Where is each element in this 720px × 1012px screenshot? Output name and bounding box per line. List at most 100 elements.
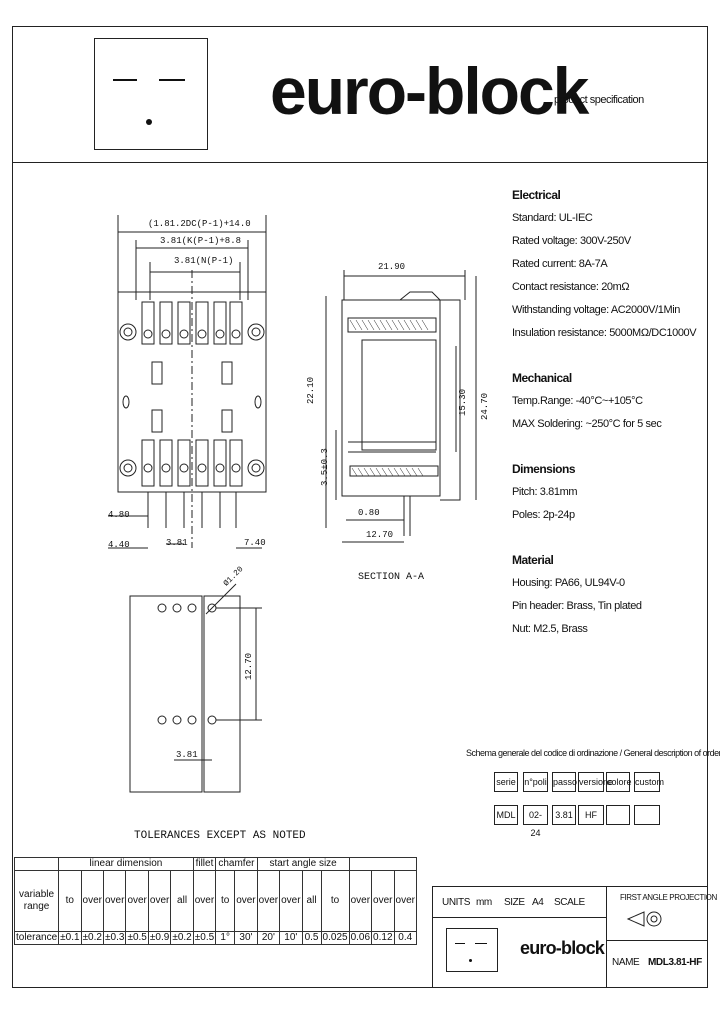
- dim-label: 3.81: [176, 750, 198, 760]
- tol-cell: over: [371, 870, 395, 932]
- header-divider: [12, 162, 708, 163]
- dim-label: 4.80: [108, 510, 130, 520]
- dim-label: 3.81: [166, 538, 188, 548]
- tol-value: 0.025: [320, 931, 350, 945]
- order-value: [606, 805, 630, 825]
- spec-line: Rated current: 8A-7A: [512, 258, 608, 270]
- spec-line: Pitch: 3.81mm: [512, 486, 578, 498]
- product-spec-label: product specification: [554, 94, 644, 106]
- tol-value: 1°: [215, 931, 236, 945]
- order-label: serie: [494, 772, 518, 792]
- tol-value: ±0.1: [58, 931, 82, 945]
- tol-value: 0.06: [348, 931, 373, 945]
- terminal-row-bottom: [141, 439, 243, 487]
- dim-label: 12.70: [244, 652, 254, 680]
- tol-cell: all: [170, 870, 194, 932]
- dim-label: 15.30: [458, 388, 468, 416]
- dim-label: (1.81.2DC(P-1)+14.0: [148, 219, 251, 229]
- tol-cell: over: [102, 870, 127, 932]
- dim-label: 3.5±0.3: [320, 448, 330, 486]
- tolerance-title: TOLERANCES EXCEPT AS NOTED: [134, 830, 306, 842]
- dim-label: 22.10: [306, 376, 316, 404]
- dim-label: 12.70: [366, 530, 394, 540]
- dim-label: 4.40: [108, 540, 130, 550]
- brand-title: euro-block: [270, 54, 589, 128]
- small-logo: [446, 928, 498, 972]
- tol-cell: to: [215, 870, 236, 932]
- tol-cell: over: [348, 870, 373, 932]
- title-block-line: [432, 917, 606, 918]
- dim-label: 7.40: [244, 538, 266, 548]
- spec-panel: Electrical Standard: UL-IEC Rated voltag…: [512, 188, 702, 641]
- tol-cell: over: [256, 870, 281, 932]
- section-label: SECTION A-A: [358, 572, 425, 583]
- tol-cell: over: [125, 870, 149, 932]
- scale-label: SCALE: [554, 897, 585, 908]
- spec-line: Nut: M2.5, Brass: [512, 623, 588, 635]
- tol-value: 30': [234, 931, 258, 945]
- spec-line: Temp.Range: -40°C~+105°C: [512, 395, 643, 407]
- title-block-line: [606, 940, 708, 941]
- tol-value: ±0.2: [170, 931, 194, 945]
- size-label: SIZE: [504, 897, 525, 908]
- projection-label: FIRST ANGLE PROJECTION: [620, 893, 717, 902]
- electrical-heading: Electrical: [512, 188, 561, 202]
- tol-value: 0.12: [371, 931, 395, 945]
- title-block: [432, 886, 708, 988]
- material-list: Housing: PA66, UL94V-0 Pin header: Brass…: [512, 572, 702, 641]
- tol-value: 10': [279, 931, 303, 945]
- spec-line: Insulation resistance: 5000MΩ/DC1000V: [512, 327, 697, 339]
- dim-label: 0.80: [358, 508, 380, 518]
- tol-value: ±0.2: [80, 931, 104, 945]
- tolerance-table: linear dimension fillet chamfer start an…: [13, 857, 417, 945]
- spec-line: Withstanding voltage: AC2000V/1Min: [512, 304, 681, 316]
- order-label: versione: [578, 772, 613, 792]
- tol-value: ±0.5: [125, 931, 149, 945]
- tol-value: ±0.5: [192, 931, 217, 945]
- bottom-view-right: [203, 595, 241, 793]
- name-label: NAME: [612, 957, 640, 968]
- units-label: UNITS: [442, 897, 471, 908]
- electrical-list: Standard: UL-IEC Rated voltage: 300V-250…: [512, 207, 702, 345]
- spec-line: Contact resistance: 20mΩ: [512, 281, 630, 293]
- tol-head: start angle size: [256, 857, 350, 871]
- spec-line: Pin header: Brass, Tin plated: [512, 600, 642, 612]
- units-value: mm: [476, 897, 492, 908]
- spec-line: Housing: PA66, UL94V-0: [512, 577, 625, 589]
- tol-value: ±0.3: [102, 931, 127, 945]
- material-heading: Material: [512, 553, 554, 567]
- side-view-body: [341, 299, 441, 497]
- tol-cell: over: [80, 870, 104, 932]
- dim-label: 24.70: [480, 392, 490, 420]
- dim-label: 21.90: [378, 262, 406, 272]
- projection-symbol-icon: [626, 911, 662, 927]
- order-value: HF: [578, 805, 604, 825]
- mechanical-heading: Mechanical: [512, 371, 572, 385]
- bottom-view-left: [129, 595, 203, 793]
- tol-row-label: variable: [19, 889, 55, 900]
- order-value: 3.81: [552, 805, 576, 825]
- spec-line: Rated voltage: 300V-250V: [512, 235, 631, 247]
- terminal-row-top: [141, 301, 243, 345]
- title-block-brand: euro-block: [520, 938, 605, 958]
- tol-head: fillet: [192, 857, 217, 871]
- tol-cell: to: [58, 870, 82, 932]
- mechanical-list: Temp.Range: -40°C~+105°C MAX Soldering: …: [512, 390, 702, 436]
- tol-head: chamfer: [215, 857, 258, 871]
- spec-line: MAX Soldering: ~250°C for 5 sec: [512, 418, 662, 430]
- order-label: passo: [552, 772, 577, 792]
- tol-cell: all: [301, 870, 322, 932]
- title-block-line: [606, 886, 607, 988]
- tol-row-label: tolerance: [13, 931, 60, 945]
- tol-value: 0.5: [301, 931, 322, 945]
- drawing-frame: [12, 26, 708, 988]
- order-label: colore: [606, 772, 632, 792]
- order-value: MDL: [494, 805, 518, 825]
- logo: [94, 38, 208, 150]
- tol-cell: over: [192, 870, 217, 932]
- tol-head: linear dimension: [58, 857, 194, 871]
- tol-cell: over: [393, 870, 417, 932]
- spec-line: Poles: 2p-24p: [512, 509, 575, 521]
- order-code-caption: Schema generale del codice di ordinazion…: [466, 748, 720, 758]
- size-value: A4: [532, 897, 544, 908]
